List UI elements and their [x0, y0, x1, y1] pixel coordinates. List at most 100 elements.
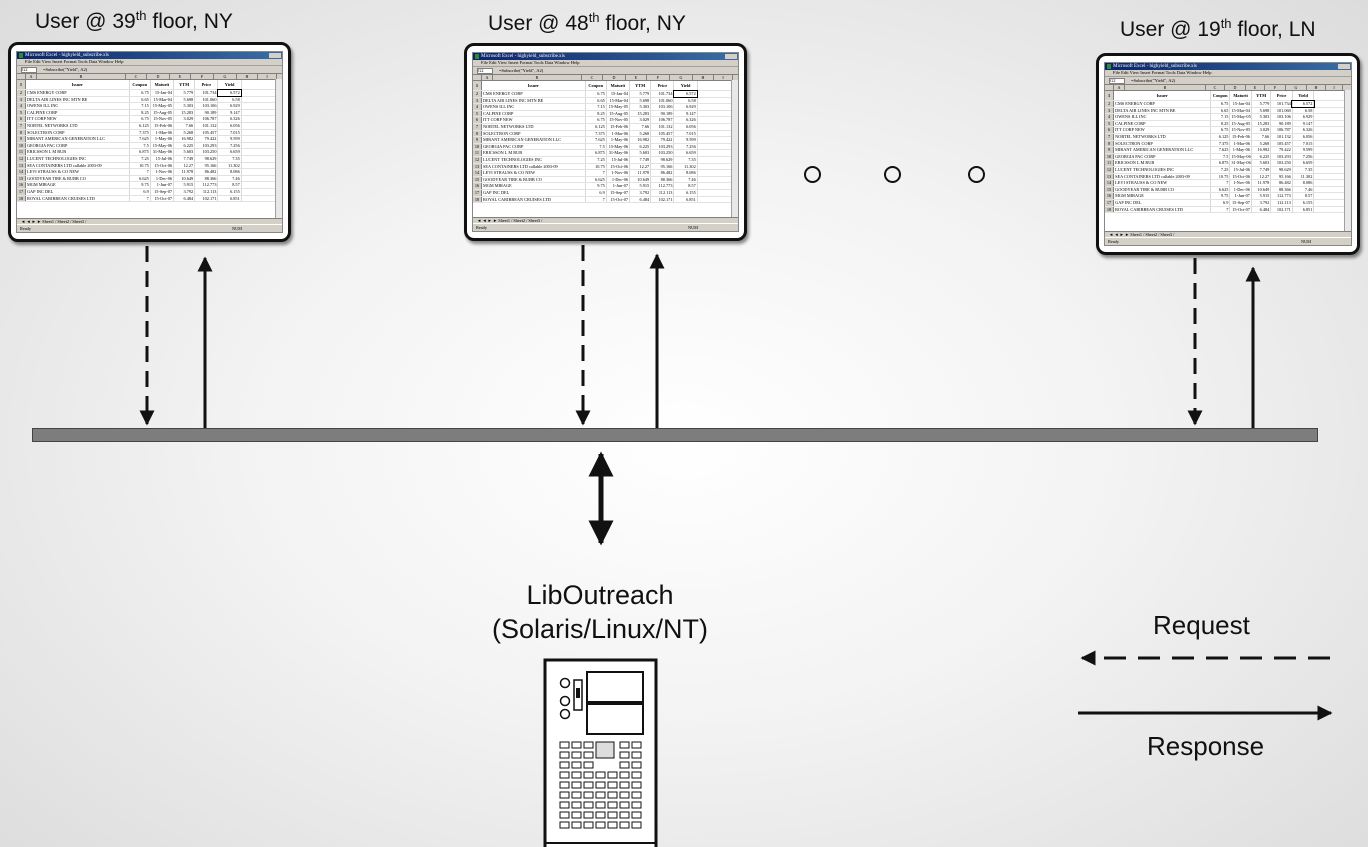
table-cell: 7.25 — [129, 155, 151, 163]
table-cell: 15-May-06 — [606, 143, 631, 151]
server-label: LibOutreach (Solaris/Linux/NT) — [460, 578, 740, 646]
table-cell: 15-Mar-04 — [150, 96, 175, 104]
server-vent — [619, 801, 630, 809]
table-cell: OWENS ILL INC — [481, 103, 586, 111]
row-number: 3 — [473, 97, 482, 105]
table-cell: 15-Jul-06 — [150, 155, 175, 163]
table-cell: 6.75 — [585, 116, 607, 124]
table-cell: 112.113 — [650, 189, 675, 197]
row-number: 1 — [473, 81, 482, 91]
server-vent — [559, 761, 570, 769]
table-cell: 112.773 — [1270, 192, 1293, 200]
window-controls-icon — [1338, 64, 1350, 69]
column-header: G — [1286, 85, 1307, 90]
table-cell: 6.65 — [585, 97, 607, 105]
ellipsis-dot — [968, 166, 985, 183]
table-cell: 88.366 — [650, 176, 675, 184]
table-cell: 98.629 — [194, 155, 219, 163]
table-cell: 6.572 — [1291, 99, 1315, 109]
table-cell: 101.734 — [1270, 100, 1293, 108]
table-cell: 6.659 — [673, 149, 698, 157]
table-cell: 6.484 — [629, 196, 652, 204]
server-vent — [619, 821, 630, 829]
table-cell: 7.015 — [217, 129, 242, 137]
server-vent — [559, 821, 570, 829]
table-cell: 5.698 — [173, 96, 196, 104]
table-cell: 6.851 — [1292, 206, 1315, 214]
column-header: F — [191, 74, 214, 79]
table-cell: 103.250 — [650, 149, 675, 157]
table-cell: 16.982 — [1251, 146, 1272, 154]
table-cell: ITT CORP NEW — [1113, 126, 1212, 134]
table-cell: 15-Feb-06 — [150, 122, 175, 130]
server-vent — [631, 771, 642, 779]
row-number: 6 — [17, 115, 26, 123]
table-cell: 8.57 — [673, 182, 698, 190]
table-header-cell: Price — [194, 80, 219, 90]
user-label-19th-floor-ln: User @ 19th floor, LN — [1120, 16, 1316, 42]
server-vent — [583, 761, 594, 769]
table-cell: 7.66 — [1251, 133, 1272, 141]
table-cell: 6.056 — [1292, 133, 1315, 141]
formula-text: =Subscribe("Yield", A2) — [43, 67, 88, 72]
server-vent — [571, 791, 582, 799]
table-cell: LEVI STRAUSS & CO NEW — [1113, 179, 1212, 187]
table-cell: 15-Sep-07 — [1229, 199, 1252, 207]
sheet-tabs: ◄ ◄ ► ► Sheet1 / Sheet2 / Sheet3 / — [17, 218, 282, 225]
table-cell: 7.25 — [585, 156, 607, 164]
table-cell: 10.75 — [1210, 173, 1231, 181]
table-cell: 15-May-05 — [150, 102, 175, 110]
server-vent — [595, 791, 606, 799]
table-cell: 7.256 — [673, 143, 698, 151]
column-header: C — [582, 75, 603, 80]
server-vent — [571, 761, 582, 769]
table-cell: 6.155 — [217, 188, 242, 196]
server-vent — [583, 801, 594, 809]
table-cell: 6.875 — [1210, 159, 1231, 167]
column-header: E — [170, 74, 191, 79]
table-cell: 106.787 — [1270, 126, 1293, 134]
table-cell: 3.792 — [173, 188, 196, 196]
column-header — [17, 74, 26, 79]
server-vent — [631, 761, 642, 769]
row-number: 13 — [1105, 173, 1115, 181]
row-number: 7 — [17, 122, 26, 130]
table-cell: 112.773 — [650, 182, 675, 190]
table-header-cell: Price — [1270, 91, 1293, 101]
table-cell: 6.75 — [129, 115, 151, 123]
table-cell: 1-May-06 — [606, 136, 631, 144]
table-cell: 3.792 — [1251, 199, 1272, 207]
table-cell: 6.659 — [217, 148, 242, 156]
table-cell: 8.086 — [673, 169, 698, 177]
table-cell: 6.225 — [629, 143, 652, 151]
table-cell: 6.572 — [216, 88, 243, 98]
column-header: D — [603, 75, 626, 80]
table-cell: 6.9 — [1210, 199, 1231, 207]
row-number: 3 — [17, 96, 26, 104]
table-cell: 8.25 — [129, 109, 151, 117]
table-cell: 5.779 — [629, 90, 652, 98]
table-cell: 101.132 — [650, 123, 675, 131]
table-cell: 101.132 — [1270, 133, 1293, 141]
table-cell: 1-Jun-07 — [606, 182, 631, 190]
table-header-cell: Coupon — [129, 80, 151, 90]
table-cell: 7.625 — [1210, 146, 1231, 154]
table-cell: GAP INC DEL — [1113, 199, 1212, 207]
table-cell: 8.086 — [1292, 179, 1315, 187]
spreadsheet-menu-bar: File Edit View Insert Format Tools Data … — [473, 60, 738, 67]
column-header: A — [1114, 85, 1125, 90]
table-cell: ERICSSON L M RUB — [1113, 159, 1212, 167]
table-cell: MGM MIRAGE — [25, 181, 130, 189]
table-cell: 16.982 — [173, 135, 196, 143]
table-cell: SOLECTRON CORP — [25, 129, 130, 137]
table-cell: LUCENT TECHNOLOGIES INC — [25, 155, 130, 163]
